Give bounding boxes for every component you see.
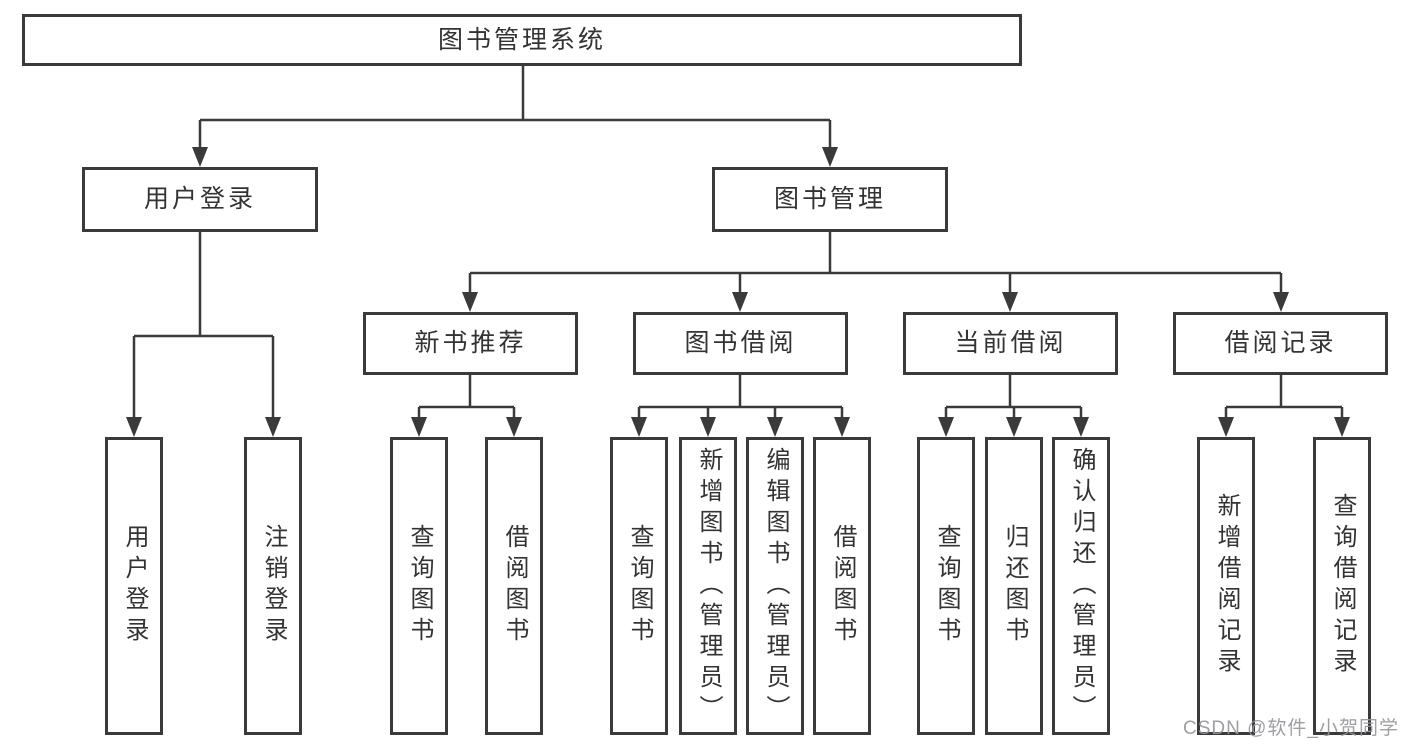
arrow-head [1073,417,1089,437]
leaf-confirm-return-admin: 确认归还（管理员） [1052,437,1110,735]
arrow-head [126,417,142,437]
leaf-query-books-recommend: 查询图书 [390,437,448,735]
leaf-label: 确认归还（管理员） [1068,446,1095,726]
arrow-head [506,417,522,437]
leaf-label: 查询图书 [406,524,433,648]
node-book-management: 图书管理 [712,167,948,232]
watermark: CSDN @软件_小贺同学 [1183,718,1399,739]
arrow-head [411,417,427,437]
arrow-head [1006,417,1022,437]
node-new-book-recommend: 新书推荐 [363,312,578,375]
leaf-user-login: 用户登录 [105,437,163,735]
node-user-login: 用户登录 [82,167,318,232]
node-label: 图书管理 [773,185,886,213]
leaf-add-books-admin: 新增图书（管理员） [679,437,737,735]
node-label: 图书借阅 [684,329,797,357]
node-label: 借阅记录 [1224,329,1337,357]
leaf-query-borrow-record: 查询借阅记录 [1313,437,1371,735]
leaf-label: 编辑图书（管理员） [762,446,789,726]
leaf-label: 查询借阅记录 [1329,493,1356,679]
arrow-head [192,147,208,167]
leaf-query-books-borrowing: 查询图书 [610,437,668,735]
leaf-borrow-books-recommend: 借阅图书 [485,437,543,735]
node-label: 用户登录 [143,185,256,213]
arrow-head [938,417,954,437]
arrow-head [1334,417,1350,437]
node-label: 当前借阅 [954,329,1067,357]
leaf-borrow-books-borrowing: 借阅图书 [813,437,871,735]
leaf-label: 借阅图书 [829,524,856,648]
node-borrowing-records: 借阅记录 [1173,312,1388,375]
leaf-label: 查询图书 [626,524,653,648]
leaf-label: 注销登录 [260,524,287,648]
arrow-head [1273,292,1289,312]
leaf-return-books: 归还图书 [985,437,1043,735]
arrow-head [732,292,748,312]
node-library-system: 图书管理系统 [22,14,1022,66]
arrow-head [700,417,716,437]
arrow-head [631,417,647,437]
arrow-head [822,147,838,167]
arrow-head [834,417,850,437]
arrow-head [767,417,783,437]
node-label: 新书推荐 [414,329,527,357]
arrow-head [462,292,478,312]
leaf-label: 新增图书（管理员） [695,446,722,726]
leaf-label: 查询图书 [933,524,960,648]
arrow-head [1002,292,1018,312]
leaf-label: 新增借阅记录 [1213,493,1240,679]
arrow-head [265,417,281,437]
node-book-borrowing: 图书借阅 [633,312,848,375]
leaf-add-borrow-record: 新增借阅记录 [1197,437,1255,735]
leaf-label: 归还图书 [1001,524,1028,648]
leaf-query-books-current: 查询图书 [917,437,975,735]
leaf-logout: 注销登录 [244,437,302,735]
arrow-head [1218,417,1234,437]
leaf-edit-books-admin: 编辑图书（管理员） [746,437,804,735]
node-label: 图书管理系统 [437,25,606,54]
leaf-label: 借阅图书 [501,524,528,648]
leaf-label: 用户登录 [121,524,148,648]
node-current-borrowing: 当前借阅 [903,312,1118,375]
